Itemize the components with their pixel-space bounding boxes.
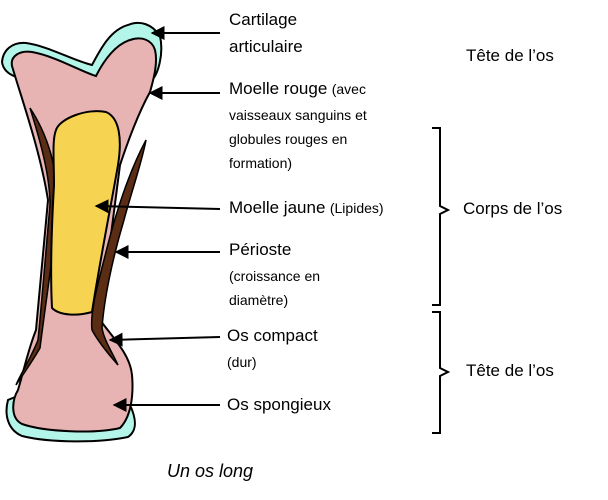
label-moelle-rouge-line2: vaisseaux sanguins et <box>229 107 367 123</box>
brace-tete-bottom <box>432 311 451 434</box>
label-os-spongieux: Os spongieux <box>227 395 331 414</box>
label-moelle-rouge-line3: globules rouges en <box>229 131 348 147</box>
label-moelle-rouge-line4: formation) <box>229 155 293 171</box>
label-cartilage-line2: articulaire <box>229 37 303 56</box>
label-moelle-jaune-main: Moelle jaune <box>229 198 326 217</box>
compact-bone-right <box>90 139 147 366</box>
figure-caption: Un os long <box>167 461 254 481</box>
region-tete-bottom: Tête de l’os <box>466 361 554 380</box>
yellow-marrow <box>50 110 121 316</box>
label-moelle-rouge: Moelle rouge (avec <box>229 79 366 99</box>
label-perioste-line3: diamètre) <box>229 292 289 308</box>
label-moelle-rouge-main: Moelle rouge <box>229 79 328 98</box>
label-os-compact-note: (dur) <box>227 354 257 370</box>
region-corps: Corps de l’os <box>463 199 563 218</box>
label-cartilage-line1: Cartilage <box>229 10 298 29</box>
arrow-moelle-jaune <box>94 199 221 214</box>
label-perioste-line2: (croissance en <box>229 268 321 284</box>
brace-corps <box>432 127 451 306</box>
label-moelle-jaune-note: (Lipides) <box>329 200 384 216</box>
arrow-os-compact <box>108 332 221 347</box>
label-moelle-rouge-note: (avec <box>331 81 366 97</box>
region-tete-top: Tête de l’os <box>466 46 554 65</box>
label-os-compact: Os compact <box>227 326 318 345</box>
label-moelle-jaune: Moelle jaune (Lipides) <box>229 198 384 218</box>
label-perioste: Périoste <box>229 240 292 259</box>
